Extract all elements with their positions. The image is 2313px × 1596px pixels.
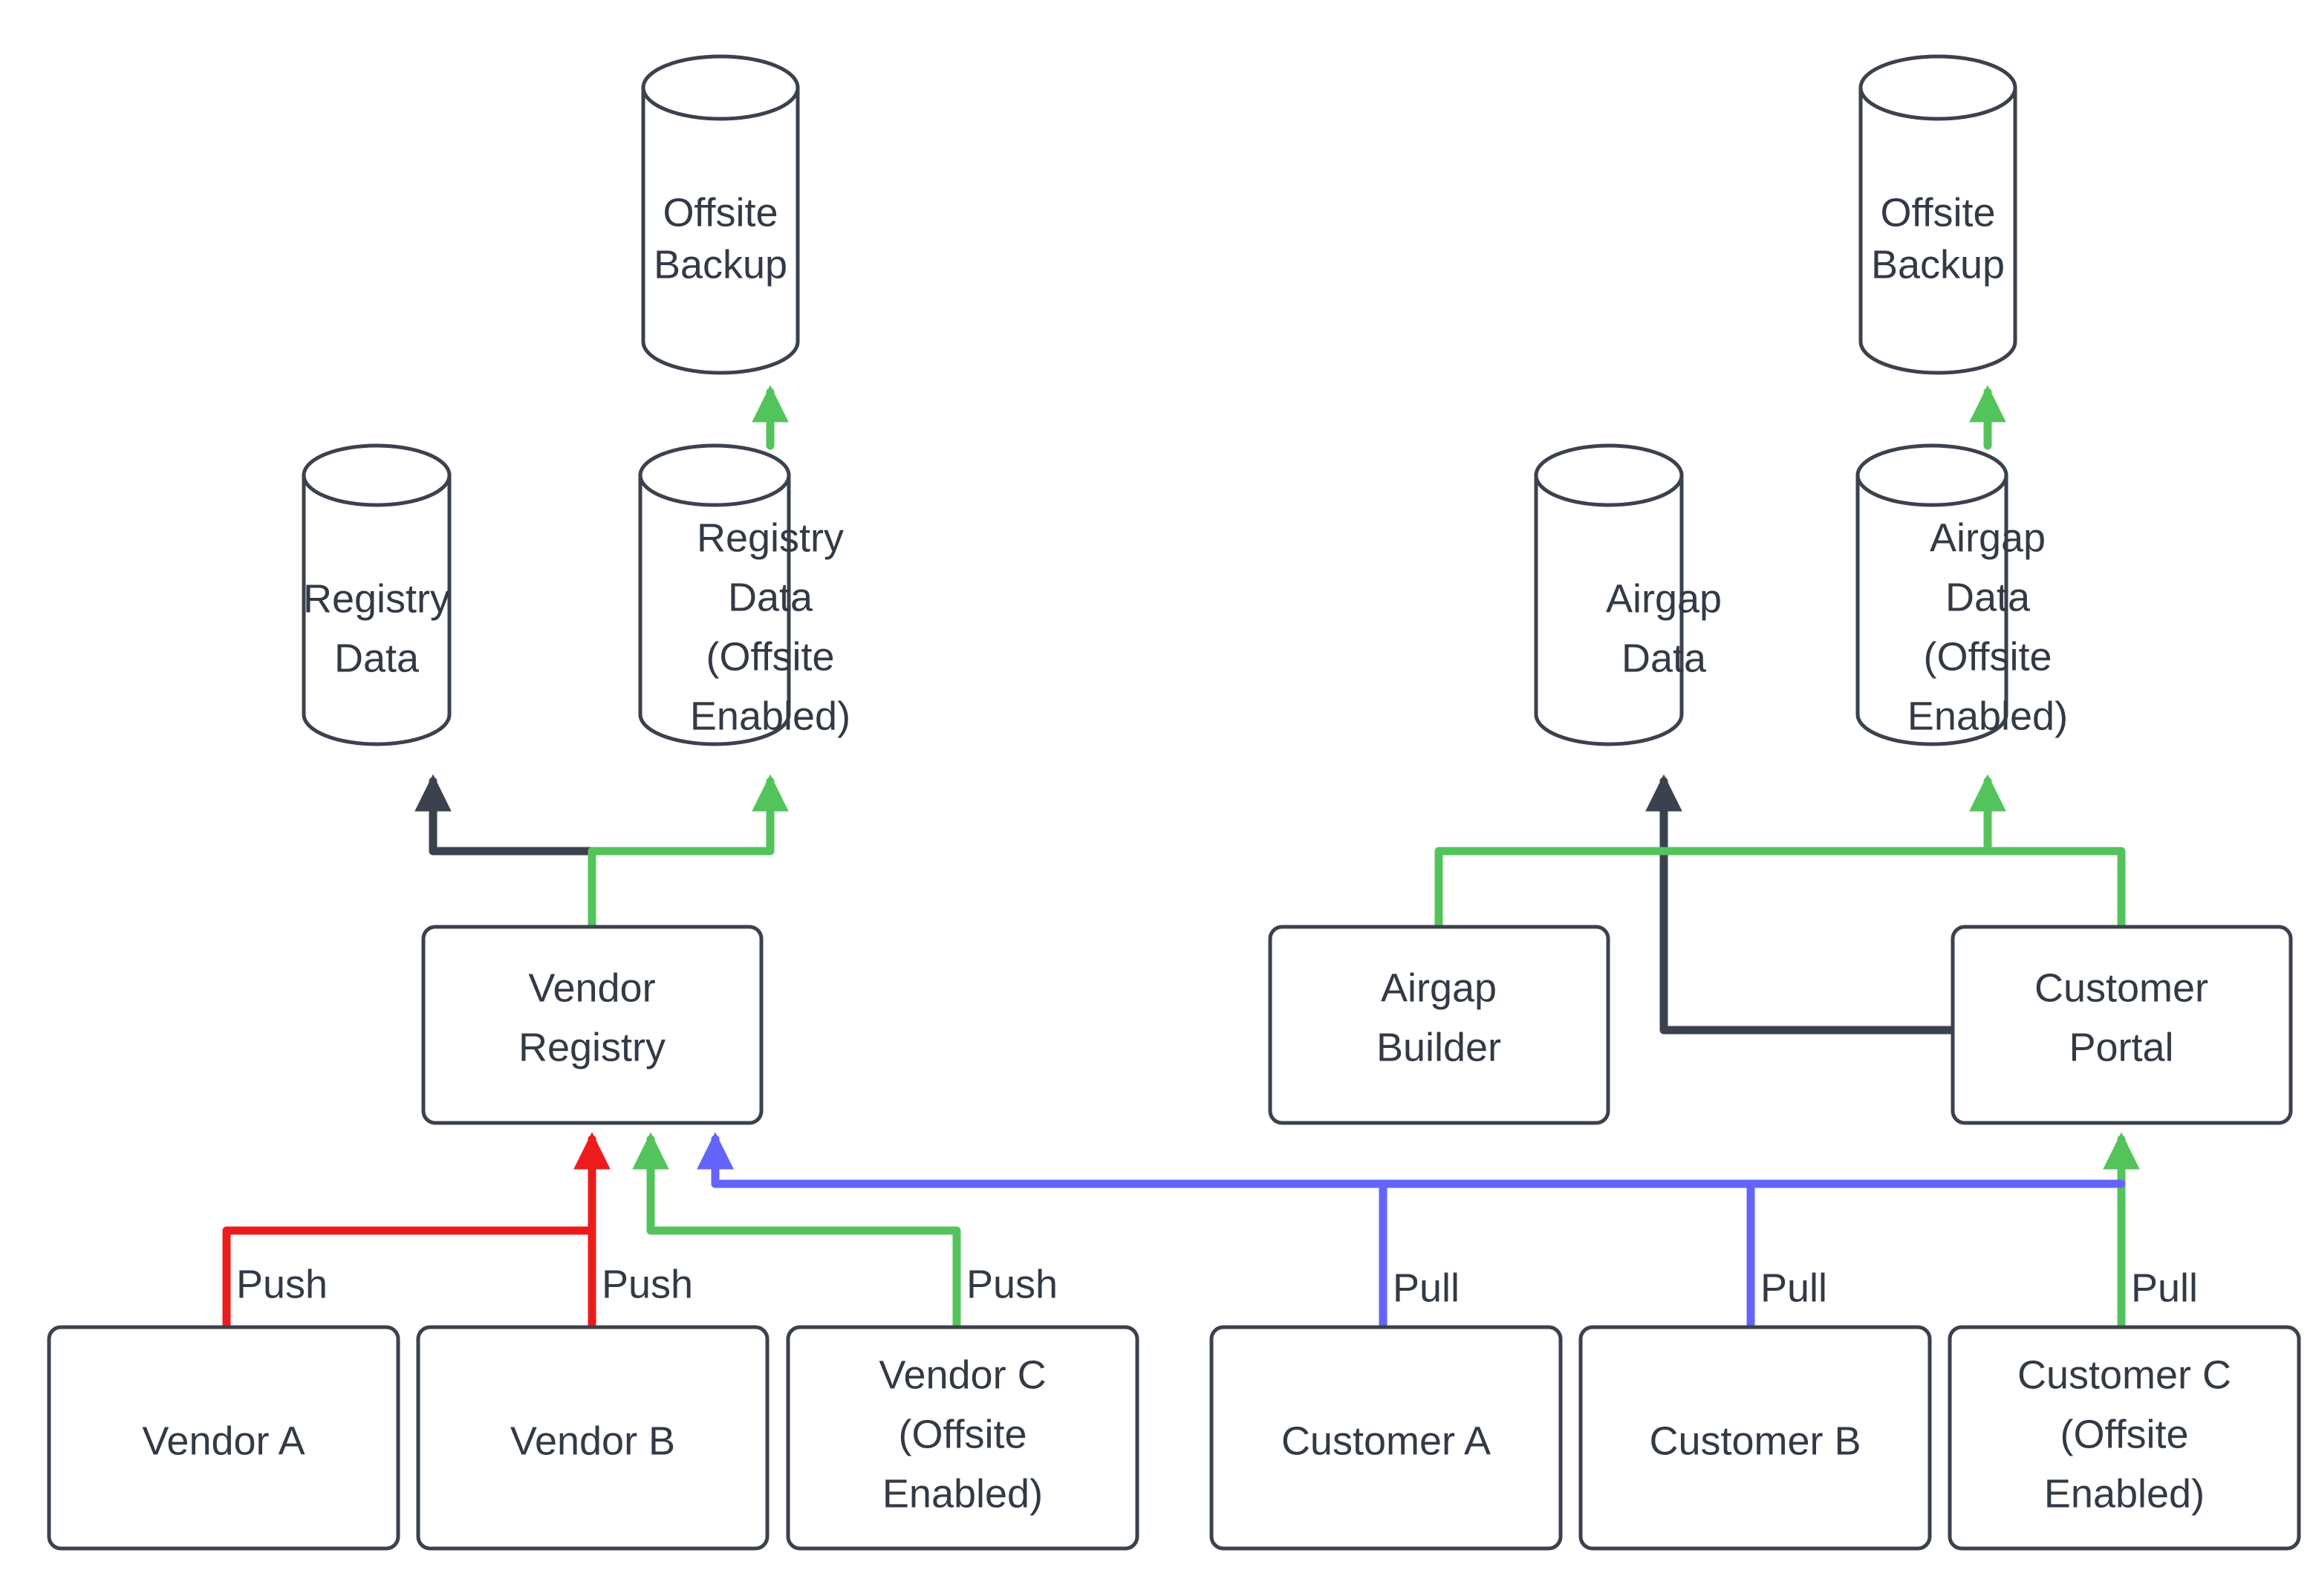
node-customer-portal[interactable]: Customer Portal [1951, 925, 2293, 1125]
vendor-b-label: Vendor B [510, 1419, 675, 1463]
node-customer-a[interactable]: Customer A [1209, 1325, 1563, 1551]
node-airgap-data[interactable]: Airgap Data [1534, 443, 1722, 746]
registry-data-offsite-line-2: Data [728, 575, 813, 619]
edge-vendor-registry-to-registry-data [414, 774, 596, 931]
customer-portal-line-1: Customer [2034, 965, 2208, 1010]
node-registry-data-offsite[interactable]: Registry Data (Offsite Enabled) [638, 443, 850, 746]
cylinder-body [1534, 473, 1684, 746]
vendor-c-line-2: (Offsite [898, 1412, 1027, 1456]
box-shape [1209, 1325, 1563, 1551]
vendor-c-line-1: Vendor C [879, 1352, 1046, 1397]
cylinder-body [641, 85, 800, 375]
airgap-data-offsite-line-4: Enabled) [1907, 694, 2068, 738]
node-offsite-backup-left[interactable]: Offsite Backup [641, 54, 800, 375]
edge-label-pull-1: Pull [1393, 1266, 1460, 1310]
edge-customer-portal-to-airgap-data [1645, 774, 1956, 1035]
customer-c-line-1: Customer C [2017, 1352, 2231, 1397]
edge-label-push-1: Push [236, 1262, 328, 1306]
airgap-builder-line-1: Airgap [1381, 965, 1497, 1010]
registry-data-offsite-line-1: Registry [697, 515, 844, 560]
customer-portal-line-2: Portal [2069, 1025, 2173, 1069]
edge-vendor-c-to-vendor-registry [632, 1132, 961, 1332]
node-registry-data[interactable]: Registry Data [302, 443, 452, 746]
customer-c-line-2: (Offsite [2060, 1412, 2188, 1456]
edge-label-layer: Push Push Push Pull Pull Pull [236, 1262, 2198, 1310]
cylinder-body [1858, 85, 2017, 375]
airgap-data-line-1: Airgap [1606, 576, 1722, 621]
edge-label-pull-3: Pull [2131, 1266, 2198, 1310]
node-vendor-a[interactable]: Vendor A [47, 1325, 400, 1551]
cylinder-top [641, 54, 800, 121]
registry-data-offsite-line-3: (Offsite [706, 634, 834, 679]
node-offsite-backup-right[interactable]: Offsite Backup [1858, 54, 2017, 375]
edge-layer [222, 385, 2140, 1332]
offsite-backup-left-line-1: Offsite [663, 190, 778, 235]
edge-airgap-builder-to-airgap-data-offsite [1434, 774, 2006, 931]
node-airgap-builder[interactable]: Airgap Builder [1268, 925, 1610, 1125]
box-shape [47, 1325, 400, 1551]
offsite-backup-right-line-2: Backup [1871, 242, 2005, 287]
airgap-data-offsite-line-2: Data [1945, 575, 2031, 619]
edge-label-push-3: Push [966, 1262, 1058, 1306]
registry-data-line-1: Registry [303, 576, 450, 621]
cylinder-top [1534, 443, 1684, 507]
node-customer-b[interactable]: Customer B [1578, 1325, 1932, 1551]
cylinder-top [1858, 54, 2017, 121]
airgap-data-offsite-line-3: (Offsite [1923, 634, 2052, 679]
vendor-registry-line-1: Vendor [528, 965, 655, 1010]
box-shape [416, 1325, 770, 1551]
box-shape [786, 1325, 1139, 1551]
box-shape [1951, 925, 2293, 1125]
cylinder-body [302, 473, 452, 746]
box-shape [1268, 925, 1610, 1125]
vendor-c-line-3: Enabled) [882, 1471, 1043, 1516]
customer-c-line-3: Enabled) [2044, 1471, 2205, 1516]
box-shape [1578, 1325, 1932, 1551]
customer-a-label: Customer A [1281, 1419, 1491, 1463]
node-vendor-c[interactable]: Vendor C (Offsite Enabled) [786, 1325, 1139, 1551]
cylinder-top [302, 443, 452, 507]
edge-label-push-2: Push [602, 1262, 693, 1306]
cylinder-body [1855, 473, 2008, 746]
customer-b-label: Customer B [1649, 1419, 1861, 1463]
cylinder-body [638, 473, 791, 746]
node-vendor-b[interactable]: Vendor B [416, 1325, 770, 1551]
airgap-data-line-2: Data [1621, 636, 1707, 680]
offsite-backup-left-line-2: Backup [654, 242, 787, 287]
edge-customer-portal-to-airgap-data-offsite [1969, 774, 2126, 931]
cylinder-top [1855, 443, 2008, 507]
edge-blue-trunk-to-vendor-registry [697, 1132, 2126, 1188]
vendor-a-label: Vendor A [142, 1419, 305, 1463]
box-shape [1948, 1325, 2301, 1551]
registry-data-offsite-line-4: Enabled) [690, 694, 850, 738]
airgap-builder-line-2: Builder [1376, 1025, 1501, 1069]
node-airgap-data-offsite[interactable]: Airgap Data (Offsite Enabled) [1855, 443, 2068, 746]
offsite-backup-right-line-1: Offsite [1880, 190, 1995, 235]
edge-label-pull-2: Pull [1760, 1266, 1827, 1310]
box-shape [421, 925, 764, 1125]
vendor-registry-line-2: Registry [518, 1025, 666, 1069]
cylinder-top [638, 443, 791, 507]
edge-vendor-registry-to-registry-data-offsite [588, 774, 789, 931]
node-vendor-registry[interactable]: Vendor Registry [421, 925, 764, 1125]
registry-data-line-2: Data [334, 636, 420, 680]
node-customer-c[interactable]: Customer C (Offsite Enabled) [1948, 1325, 2301, 1551]
airgap-data-offsite-line-1: Airgap [1930, 515, 2046, 560]
